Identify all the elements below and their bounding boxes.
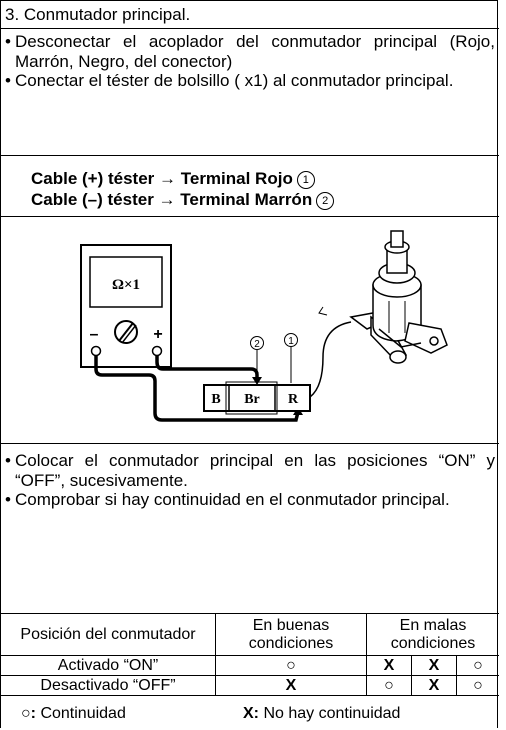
cell-position: Activado “ON” (1, 655, 216, 676)
legend-no-continuity: X: No hay continuidad (243, 705, 401, 722)
plus-terminal-label: + (153, 326, 162, 343)
list-item: •Colocar el conmutador principal en las … (5, 451, 495, 490)
cell-good: ○ (215, 655, 367, 676)
connector-block (203, 384, 311, 412)
divider (1, 216, 499, 217)
divider (1, 443, 499, 444)
list-item: •Comprobar si hay continuidad en el conm… (5, 490, 450, 509)
meter-range-label: Ω×1 (112, 277, 140, 293)
table-header-row: Posición del conmutador En buenas condic… (1, 613, 499, 656)
meter-display (89, 256, 163, 308)
legend-continuity: ○: Continuidad (21, 705, 126, 722)
svg-text:2: 2 (254, 339, 260, 350)
callout-number: 2 (316, 191, 335, 210)
header-good: En buenas condiciones (215, 613, 367, 656)
divider (1, 28, 499, 29)
svg-text:1: 1 (288, 336, 294, 347)
intro-bullet-list: •Desconectar el acoplador del conmutador… (5, 32, 495, 91)
main-switch (349, 230, 448, 364)
divider (1, 155, 499, 156)
plus-jack (151, 345, 163, 357)
callout-2 (250, 336, 264, 350)
wiring-diagram: Ω×1 – + B Br R 2 1 (80, 230, 448, 422)
list-item: •Desconectar el acoplador del conmutador… (5, 32, 495, 71)
minus-terminal-label: – (90, 326, 99, 343)
table-row: Desactivado “OFF” X ○ X ○ (1, 675, 499, 696)
header-bad: En malas condiciones (366, 613, 499, 656)
terminal-red: R (288, 392, 299, 407)
continuity-table: Posición del conmutador En buenas condic… (1, 613, 499, 696)
cell-position: Desactivado “OFF” (1, 675, 216, 696)
list-item: •Conectar el téster de bolsillo ( x1) al… (5, 71, 454, 90)
minus-jack (90, 345, 102, 357)
callout-number: 1 (296, 170, 315, 189)
procedure-bullet-list: •Colocar el conmutador principal en las … (5, 451, 495, 510)
cell-bad: X (411, 655, 457, 676)
cell-bad: ○ (456, 675, 499, 696)
cell-bad: ○ (456, 655, 499, 676)
terminal-black: B (211, 392, 220, 407)
cell-bad: X (366, 655, 412, 676)
cell-bad: ○ (366, 675, 412, 696)
callout-1 (284, 333, 298, 347)
table-row: Activado “ON” ○ X X ○ (1, 655, 499, 676)
cell-good: X (215, 675, 367, 696)
cell-bad: X (411, 675, 457, 696)
header-position: Posición del conmutador (1, 613, 216, 656)
section-title: 3. Conmutador principal. (5, 5, 191, 24)
terminal-brown: Br (244, 392, 260, 407)
